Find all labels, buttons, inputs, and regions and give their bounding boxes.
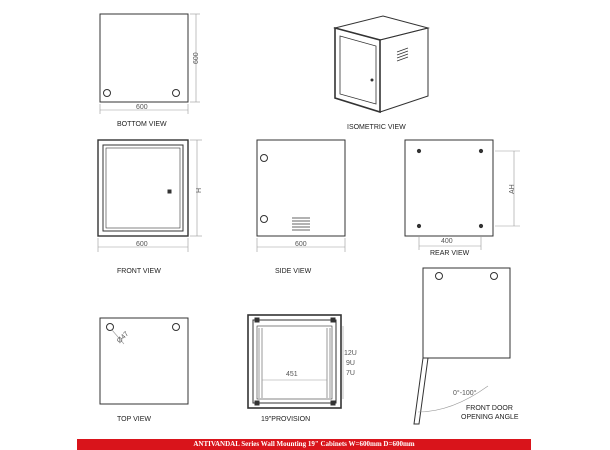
rear-view-drawing bbox=[404, 139, 520, 250]
provision-unit-12u: 12U bbox=[344, 350, 357, 357]
side-view-label: SIDE VIEW bbox=[275, 268, 312, 275]
front-height-dim: H bbox=[196, 187, 203, 193]
provision-rail-width-dim: 451 bbox=[286, 371, 298, 378]
bottom-view-label: BOTTOM VIEW bbox=[117, 121, 167, 128]
provision-label: 19"PROVISION bbox=[261, 416, 311, 423]
rear-view-label: REAR VIEW bbox=[430, 250, 470, 257]
provision-view-drawing bbox=[247, 314, 344, 409]
top-view-drawing bbox=[99, 317, 189, 405]
side-depth-dim: 600 bbox=[295, 241, 307, 248]
side-view-drawing bbox=[256, 139, 346, 252]
provision-unit-7u: 7U bbox=[346, 370, 355, 377]
footer-title-bar: ANTIVANDAL Series Wall Mounting 19" Cabi… bbox=[77, 439, 531, 450]
door-angle-dim: 0°-100° bbox=[453, 390, 477, 397]
door-label-line2: OPENING ANGLE bbox=[461, 414, 519, 421]
top-view-label: TOP VIEW bbox=[117, 416, 151, 423]
isometric-view-label: ISOMETRIC VIEW bbox=[347, 124, 406, 131]
isometric-view-drawing bbox=[333, 15, 430, 114]
bottom-view-drawing bbox=[99, 13, 200, 114]
door-label-line1: FRONT DOOR bbox=[466, 405, 513, 412]
rear-mount-width-dim: 400 bbox=[441, 238, 453, 245]
bottom-depth-dim: 600 bbox=[193, 52, 200, 64]
door-angle-drawing bbox=[413, 267, 511, 425]
front-view-drawing bbox=[97, 139, 202, 252]
rear-mount-height-dim: AH bbox=[509, 184, 516, 194]
front-view-label: FRONT VIEW bbox=[117, 268, 161, 275]
bottom-width-dim: 600 bbox=[136, 104, 148, 111]
provision-unit-9u: 9U bbox=[346, 360, 355, 367]
front-width-dim: 600 bbox=[136, 241, 148, 248]
